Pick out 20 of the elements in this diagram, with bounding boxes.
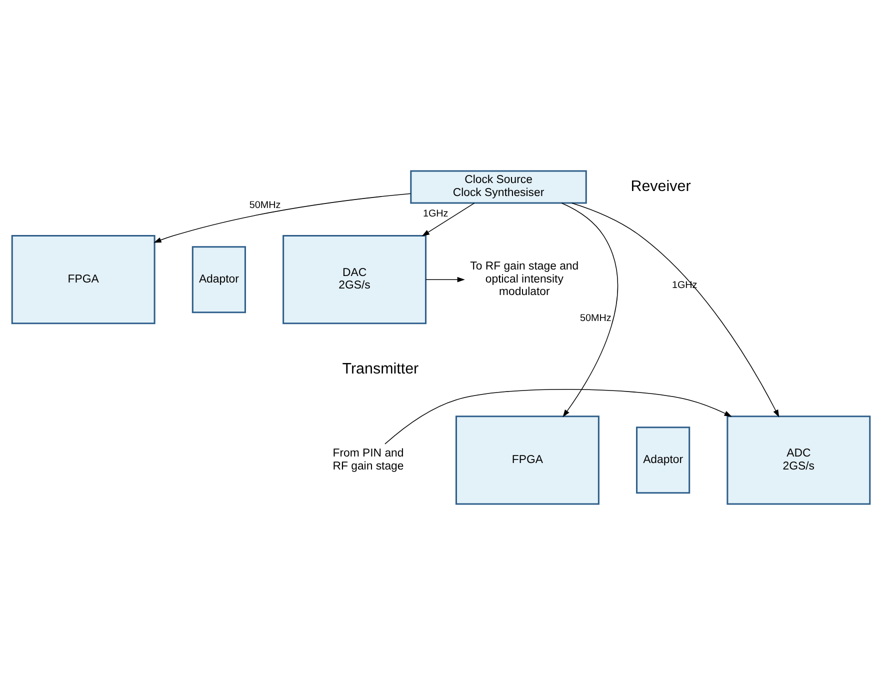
edge-label: 1GHz — [422, 208, 448, 220]
arrow — [572, 202, 780, 418]
arrow — [384, 389, 732, 444]
node-text: From PIN and RF gain stage — [332, 447, 404, 472]
node-box: FPGA — [455, 416, 600, 505]
node-box: Adaptor — [636, 426, 690, 494]
node-box: ADC 2GS/s — [726, 416, 871, 505]
node-box: Adaptor — [192, 246, 246, 314]
arrow — [154, 193, 412, 243]
node-box: DAC 2GS/s — [282, 235, 427, 324]
edge-label: 50MHz — [580, 313, 612, 324]
edge-label: 50MHz — [249, 200, 281, 211]
arrow — [426, 276, 465, 282]
node-box: FPGA — [11, 235, 156, 324]
arrow — [422, 202, 475, 236]
node-box: Clock Source Clock Synthesiser — [410, 170, 587, 204]
arrow — [561, 202, 618, 418]
label: Transmitter — [342, 360, 419, 378]
label: Reveiver — [630, 178, 691, 195]
node-text: To RF gain stage and optical intensity modulator — [470, 260, 579, 298]
